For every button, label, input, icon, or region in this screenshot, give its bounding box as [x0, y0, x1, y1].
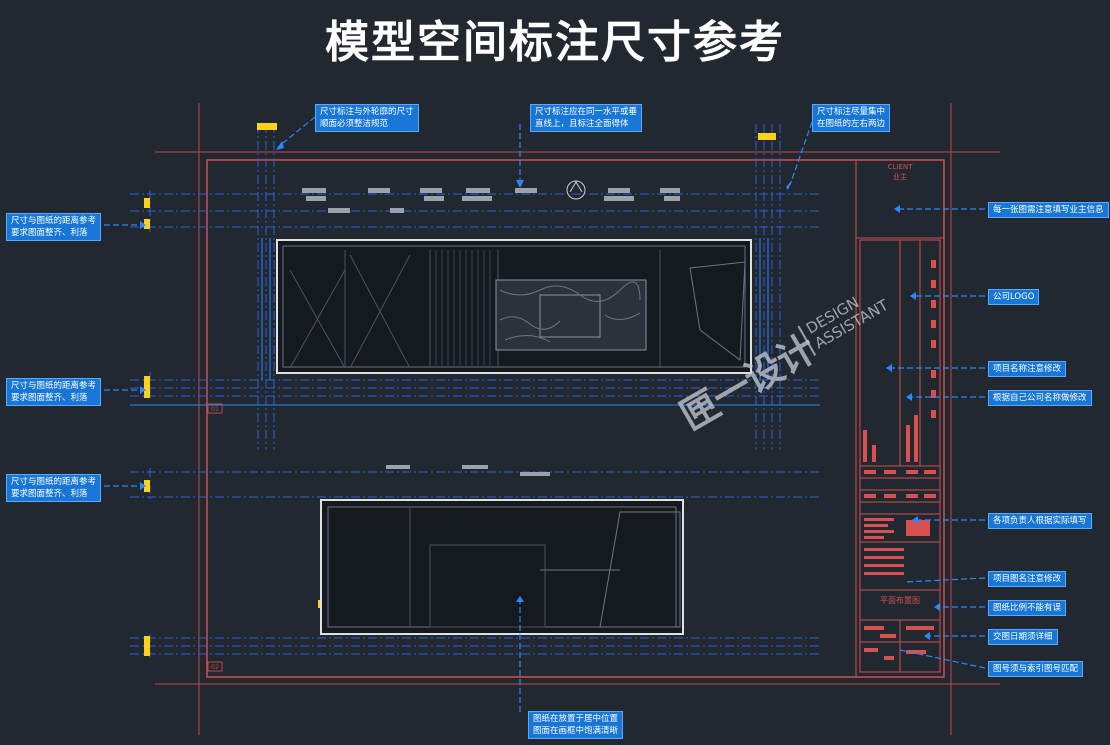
callout-company-logo: 公司LOGO: [988, 289, 1040, 305]
callout-line: 尺寸与图纸的距离参考: [11, 381, 97, 391]
callout-line: 尺寸标注与外轮廓的尺寸: [320, 107, 414, 117]
plan-view-01: [207, 239, 752, 414]
callout-distance-reference-3: 尺寸与图纸的距离参考 要求图面整齐、利落: [6, 474, 102, 502]
callout-submit-date: 交图日期须详细: [988, 629, 1058, 645]
callout-project-name: 项目名称注意修改: [988, 361, 1067, 377]
callout-line: 尺寸与图纸的距离参考: [11, 477, 97, 487]
callout-line: 图纸在放置于居中位置: [533, 714, 619, 724]
callout-client-info: 每一张图需注意填写业主信息: [988, 202, 1109, 218]
room-label-marks: [302, 188, 680, 476]
callout-distance-reference-2: 尺寸与图纸的距离参考 要求图面整齐、利落: [6, 378, 102, 406]
callout-drawing-scale: 图纸比例不能有误: [988, 600, 1067, 616]
callout-drawing-number: 图号须与索引图号匹配: [988, 661, 1084, 677]
view-number-02: 02: [211, 664, 219, 671]
callout-line: 顺面必须整洁规范: [320, 119, 389, 129]
callout-line: 要求图面整齐、利落: [11, 228, 88, 238]
page-title: 模型空间标注尺寸参考: [325, 17, 785, 68]
callout-centered-layout: 图纸在放置于居中位置 图面在画框中饱满清晰: [528, 711, 624, 739]
callout-leader-lines: [104, 116, 986, 712]
title-block: CLIENT 业主 平面布置图 01 02: [211, 163, 941, 673]
callout-line: 尺寸与图纸的距离参考: [11, 216, 97, 226]
extension-lines: [130, 238, 820, 406]
client-label-cn: 业主: [893, 172, 907, 181]
callout-line: 图面在画框中饱满清晰: [533, 726, 619, 736]
callout-line: 尺寸标注应在同一水平或垂: [535, 107, 638, 117]
plan-view-02: [207, 499, 684, 672]
callout-line: 直线上，且标注全面得体: [535, 119, 629, 129]
callout-company-name: 根据自己公司名称做修改: [988, 390, 1092, 406]
callout-line: 在图纸的左右两边: [817, 119, 886, 129]
callout-line: 要求图面整齐、利落: [11, 489, 88, 499]
callout-responsible-persons: 各项负责人根据实际填写: [988, 513, 1092, 529]
dimension-lines-top: [130, 193, 820, 655]
drawing-name: 平面布置图: [880, 595, 920, 605]
callout-arrowheads: [140, 141, 940, 640]
client-label-en: CLIENT: [888, 163, 914, 171]
callout-line: 要求图面整齐、利落: [11, 393, 88, 403]
callout-line: 尺寸标注尽量集中: [817, 107, 886, 117]
north-arrow-icon: [566, 180, 586, 200]
callout-drawing-title: 项目图名注意修改: [988, 571, 1067, 587]
callout-dimension-outline-neat: 尺寸标注与外轮廓的尺寸 顺面必须整洁规范: [315, 104, 419, 132]
callout-dimension-aligned: 尺寸标注应在同一水平或垂 直线上，且标注全面得体: [530, 104, 643, 132]
callout-dimension-sides: 尺寸标注尽量集中 在图纸的左右两边: [812, 104, 891, 132]
callout-distance-reference-1: 尺寸与图纸的距离参考 要求图面整齐、利落: [6, 213, 102, 241]
sheet-frame: [206, 159, 945, 678]
trim-lines: [155, 103, 1000, 735]
view-number-01: 01: [211, 406, 219, 413]
